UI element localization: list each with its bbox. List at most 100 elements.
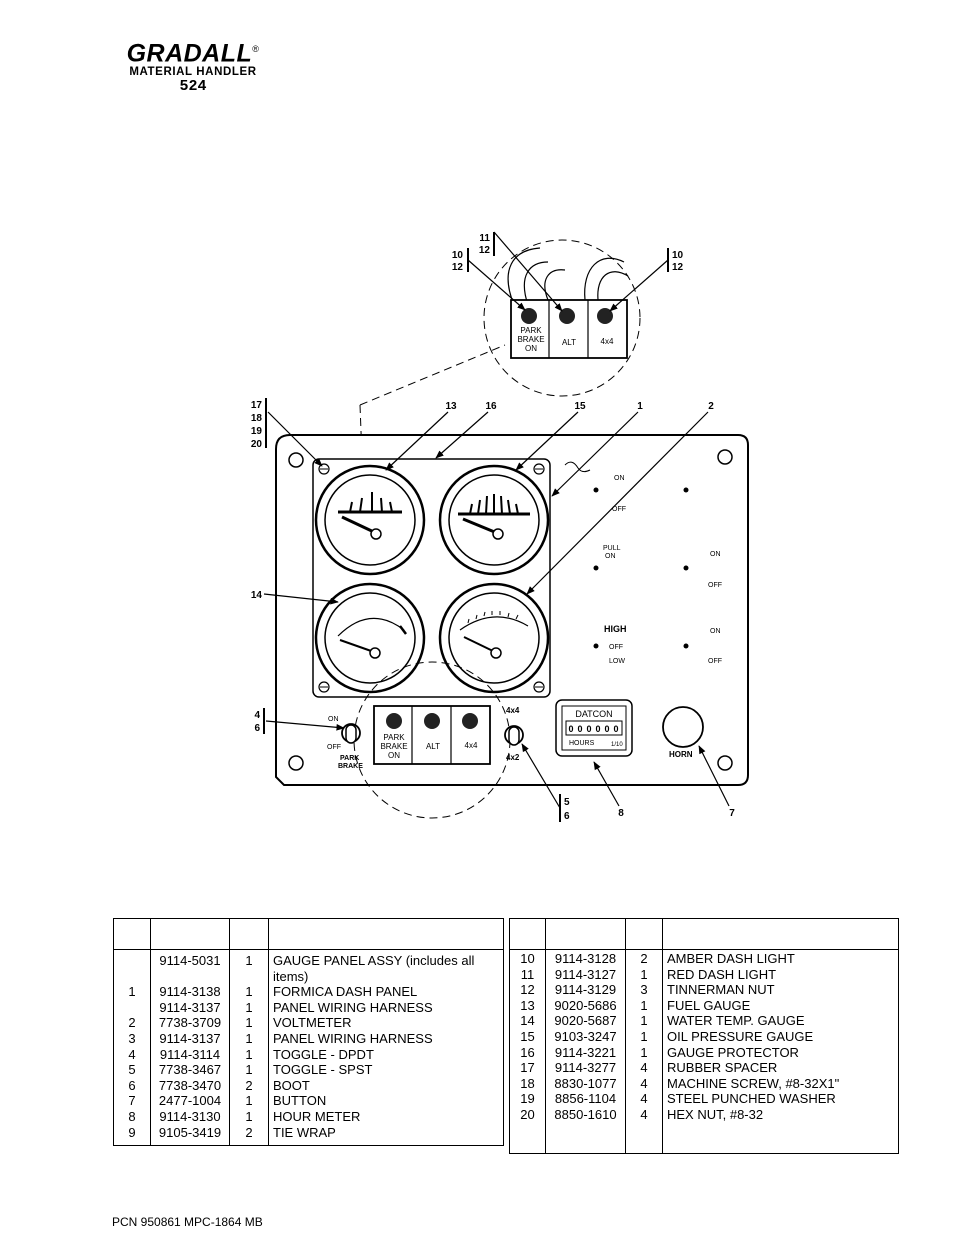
cell-qty: 1 <box>625 997 663 1014</box>
label-on-1: ON <box>614 475 625 482</box>
cell-part: 7738-3709 <box>150 1015 230 1031</box>
table-row: items) <box>113 968 504 985</box>
fuel-gauge <box>314 464 426 576</box>
callout-1: 1 <box>637 401 643 412</box>
park-toggle-off: OFF <box>327 744 341 751</box>
cell-part: 9114-3137 <box>150 999 230 1016</box>
cell-desc: BUTTON <box>268 1093 504 1109</box>
filler-row <box>113 1140 504 1146</box>
cell-item <box>113 949 151 969</box>
detail-4x4-light <box>597 308 613 324</box>
callout-12-left: 12 <box>452 262 464 273</box>
datcon-label: DATCON <box>575 709 612 719</box>
cell-part: 9114-3129 <box>545 982 626 998</box>
cell-qty: 1 <box>229 984 269 1000</box>
col-part-header <box>150 918 230 950</box>
toggle-4x4-label: 4x4 <box>506 706 520 715</box>
cell-item: 13 <box>509 997 546 1014</box>
horn-label: HORN <box>669 750 693 759</box>
filler-cell <box>150 1140 230 1146</box>
cell-desc: PANEL WIRING HARNESS <box>268 999 504 1016</box>
cell-qty: 1 <box>229 1046 269 1063</box>
footer-pcn: PCN 950861 MPC-1864 MB <box>112 1215 263 1229</box>
cell-item: 4 <box>113 1046 151 1063</box>
cell-part: 8850-1610 <box>545 1106 626 1123</box>
cell-item: 1 <box>113 984 151 1000</box>
cell-item: 6 <box>113 1077 151 1094</box>
label-off-3: OFF <box>609 644 623 651</box>
brand-name: GRADALL® <box>126 39 260 68</box>
col-qty-header <box>229 918 269 950</box>
label-off-1: OFF <box>612 506 626 513</box>
label-off-2: OFF <box>708 582 722 589</box>
gauge-panel-diagram: PARK BRAKE ON ALT 4x4 10 12 11 12 10 12 <box>251 231 749 822</box>
hour-digit-2: 0 <box>577 724 582 734</box>
park-label-2: BRAKE <box>380 742 407 751</box>
label-low: LOW <box>609 658 625 665</box>
callout-10-left: 10 <box>452 250 464 261</box>
tenth-label: 1/10 <box>611 742 623 748</box>
park-label-3: ON <box>388 751 400 760</box>
cell-desc: TIE WRAP <box>268 1124 504 1141</box>
cell-qty: 2 <box>229 1124 269 1141</box>
callout-14: 14 <box>251 590 263 601</box>
cell-part: 9114-5031 <box>150 949 230 969</box>
cell-qty: 2 <box>625 949 663 967</box>
detail-park-label-2: BRAKE <box>517 335 544 344</box>
label-on-3: ON <box>710 628 721 635</box>
cell-item: 10 <box>509 949 546 967</box>
cell-qty: 1 <box>625 966 663 983</box>
hour-digit-1: 0 <box>568 724 573 734</box>
cell-desc: HEX NUT, #8-32 <box>662 1106 899 1123</box>
callout-15: 15 <box>574 401 586 412</box>
cell-part: 9020-5686 <box>545 997 626 1014</box>
hour-digit-6: 0 <box>613 724 618 734</box>
detail-park-label-1: PARK <box>520 326 542 335</box>
cell-item: 14 <box>509 1013 546 1029</box>
callout-2: 2 <box>708 401 714 412</box>
cell-part: 8856-1104 <box>545 1091 626 1107</box>
cell-item: 8 <box>113 1108 151 1125</box>
cell-desc: PANEL WIRING HARNESS <box>268 1030 504 1047</box>
hour-digit-5: 0 <box>604 724 609 734</box>
cell-item: 5 <box>113 1062 151 1078</box>
cell-part: 9114-3277 <box>545 1060 626 1076</box>
cell-desc: GAUGE PANEL ASSY (includes all <box>268 949 504 969</box>
cell-qty: 1 <box>229 1093 269 1109</box>
filler-cell <box>662 1122 899 1154</box>
hour-digit-3: 0 <box>586 724 591 734</box>
col-item-header <box>509 918 546 950</box>
cell-item: 3 <box>113 1030 151 1047</box>
cell-qty: 1 <box>625 1028 663 1045</box>
hours-label: HOURS <box>569 740 595 747</box>
cell-item: 18 <box>509 1075 546 1092</box>
filler-row <box>509 1122 899 1154</box>
cell-item: 9 <box>113 1124 151 1141</box>
callout-12-mid: 12 <box>479 245 491 256</box>
cell-part: 9114-3221 <box>545 1044 626 1061</box>
toggle-4x2-label: 4x2 <box>506 753 520 762</box>
voltmeter <box>438 582 550 694</box>
detail-alt-light <box>559 308 575 324</box>
cell-item: 19 <box>509 1091 546 1107</box>
callout-20: 20 <box>251 439 263 450</box>
cell-part: 9020-5687 <box>545 1013 626 1029</box>
cell-qty: 1 <box>229 949 269 969</box>
panel-callouts: 17 18 19 20 13 16 15 1 2 14 4 6 5 6 8 7 <box>251 398 735 822</box>
detail-4x4-label: 4x4 <box>601 337 614 346</box>
cell-desc: HOUR METER <box>268 1108 504 1125</box>
callout-17: 17 <box>251 400 263 411</box>
drive-toggle: 4x4 4x2 <box>504 706 524 762</box>
cell-item: 20 <box>509 1106 546 1123</box>
cell-qty: 1 <box>229 1030 269 1047</box>
cell-item: 2 <box>113 1015 151 1031</box>
callout-7: 7 <box>729 808 735 819</box>
cell-item: 7 <box>113 1093 151 1109</box>
label-high: HIGH <box>604 624 627 634</box>
cell-part: 9105-3419 <box>150 1124 230 1141</box>
